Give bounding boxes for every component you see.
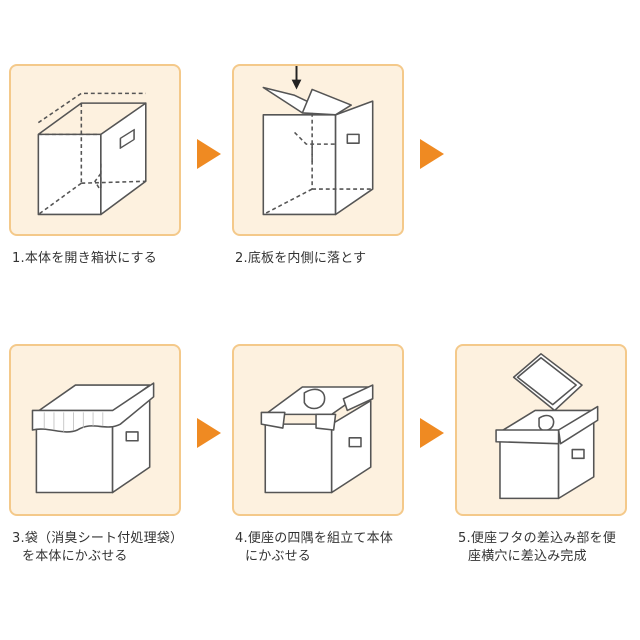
step-4-panel [232,344,404,516]
step-5-illustration [495,353,599,500]
triangle-right-icon [420,139,444,169]
step-1-caption: 1.本体を開き箱状にする [12,251,157,266]
step-4-illustration [260,384,374,494]
step-2-caption: 2.底板を内側に落とす [235,251,367,266]
arrow-down-icon [291,66,302,90]
step-2-illustration [262,66,374,216]
step-1-panel [9,64,181,236]
triangle-right-icon [420,418,444,448]
step-5-panel [455,344,627,516]
step-1-illustration [37,92,147,216]
step-4-caption: 4.便座の四隅を組立て本体 にかぶせる [235,531,394,564]
triangle-right-icon [197,139,221,169]
step-3-panel [9,344,181,516]
step-3-illustration [31,382,155,494]
step-3-caption: 3.袋（消臭シート付処理袋） を本体にかぶせる [12,531,184,564]
step-2-panel [232,64,404,236]
step-5-caption: 5.便座フタの差込み部を便 座横穴に差込み完成 [458,531,617,564]
triangle-right-icon [197,418,221,448]
